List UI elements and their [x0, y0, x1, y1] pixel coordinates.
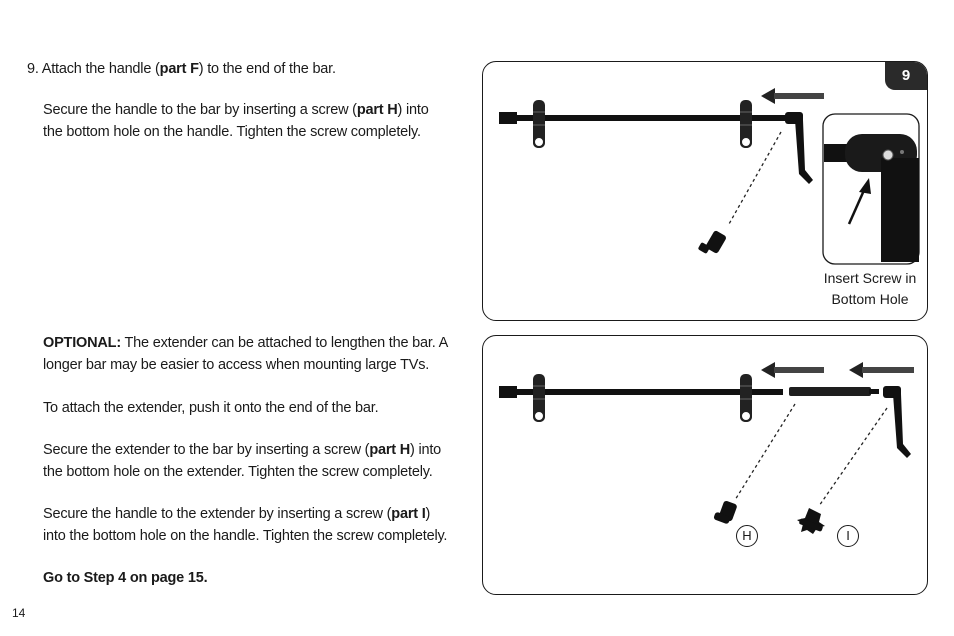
screw-i-guide-line [818, 407, 888, 507]
bar-end-cap [499, 112, 517, 124]
goto-instruction: Go to Step 4 on page 15. [43, 570, 208, 586]
optional-note: OPTIONAL: The extender can be attached t… [43, 335, 449, 373]
part-i-label: part I [391, 506, 426, 522]
bar-end-cap [499, 386, 517, 398]
step-9-secure-instruction: Secure the handle to the bar by insertin… [43, 102, 429, 140]
part-h-label: part H [369, 442, 411, 458]
handle-part-f [883, 386, 911, 458]
part-h-label: part H [356, 102, 398, 118]
screw-part-i [797, 508, 825, 534]
bracket-right [740, 100, 752, 148]
inset-caption: Insert Screw in Bottom Hole [823, 270, 917, 307]
attach-extender-instruction: To attach the extender, push it onto the… [43, 400, 379, 416]
mounting-bar [515, 115, 790, 121]
inset-handle-closeup [824, 134, 919, 262]
part-h-callout: H [736, 525, 758, 547]
screw-part-h [713, 500, 737, 524]
figure-step-9: 9 Insert Screw in Bottom Hole [482, 61, 928, 321]
figure-optional-extender: H I [482, 335, 928, 595]
optional-label: OPTIONAL: [43, 335, 121, 351]
part-i-callout: I [837, 525, 859, 547]
step-number-badge: 9 [885, 62, 927, 90]
inset-arrow [847, 178, 871, 225]
figure-extender-illustration [499, 362, 914, 534]
page-number: 14 [12, 606, 26, 620]
part-f-label: part F [159, 61, 199, 77]
bracket-right [740, 374, 752, 422]
push-arrow-extender [761, 362, 824, 378]
push-arrow-handle [849, 362, 914, 378]
handle-part-f [785, 112, 813, 184]
screw-part-h [698, 230, 726, 254]
secure-handle-extender-instruction: Secure the handle to the extender by ins… [43, 506, 448, 544]
bracket-left [533, 374, 545, 422]
mounting-bar [515, 389, 783, 395]
screw-guide-line [728, 131, 782, 225]
push-arrow [761, 88, 824, 104]
extender [789, 387, 871, 396]
secure-extender-instruction: Secure the extender to the bar by insert… [43, 442, 442, 480]
screw-h-guide-line [734, 403, 796, 501]
bracket-left [533, 100, 545, 148]
step-9-intro: 9. Attach the handle (part F) to the end… [27, 61, 336, 77]
figure-step-9-illustration [499, 88, 920, 265]
